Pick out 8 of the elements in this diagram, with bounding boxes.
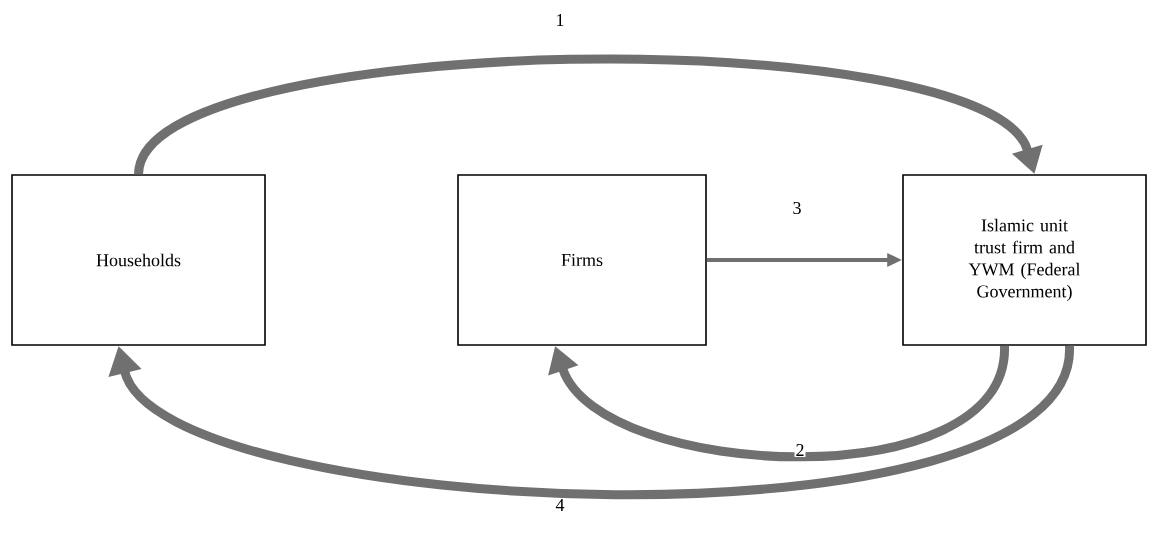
box: Islamic unit trust firm and YWM (Federal Government)	[902, 174, 1147, 346]
arrow	[548, 344, 1009, 462]
edge-label: 1	[554, 13, 566, 27]
edge-label: 4	[554, 498, 566, 512]
box: Firms	[457, 174, 707, 346]
box: Households	[11, 174, 266, 346]
edge-label: 3	[791, 200, 803, 216]
edge-label: 2	[794, 443, 806, 457]
